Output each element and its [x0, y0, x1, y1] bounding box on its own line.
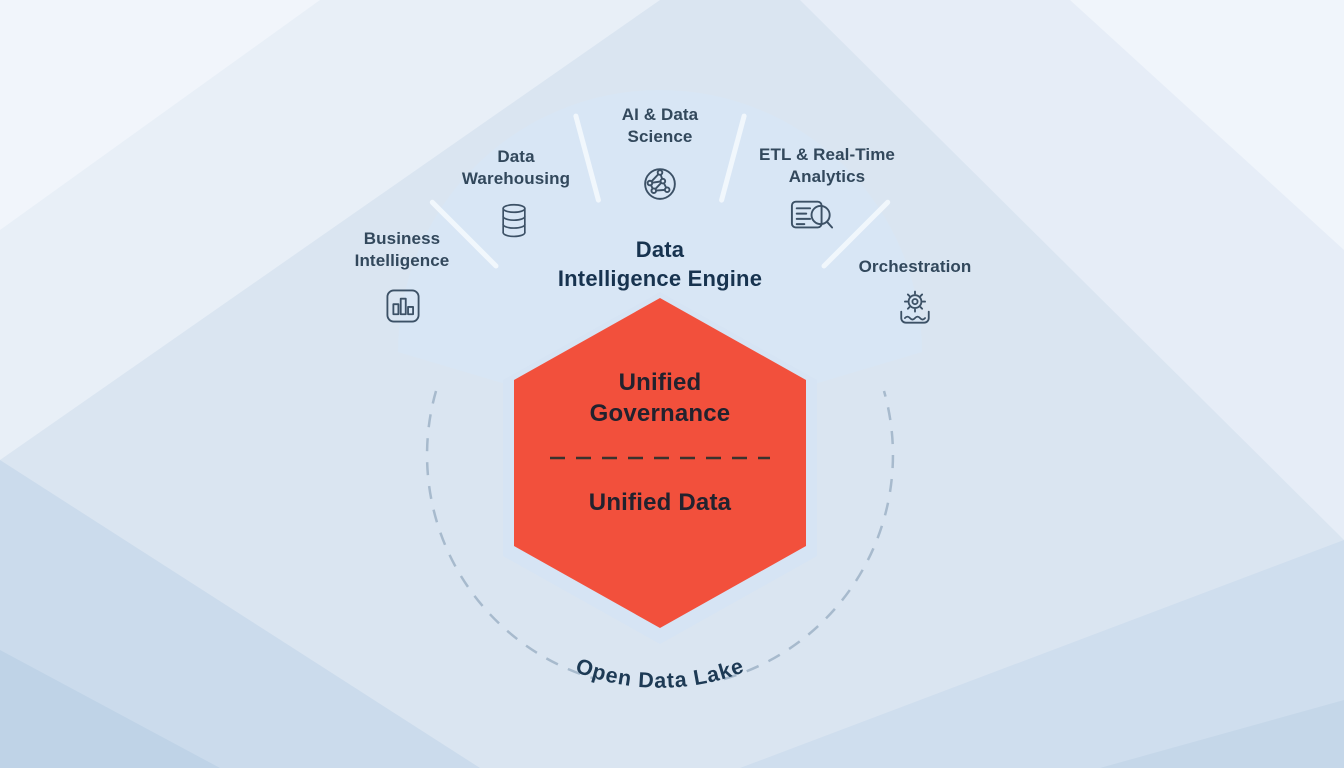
bar-chart-icon	[381, 284, 425, 328]
gear-wave-icon	[893, 285, 937, 331]
label-orchestration: Orchestration	[858, 257, 972, 276]
open-data-lake-ring	[425, 390, 895, 681]
label-ai-data-science: AI & Data Science	[621, 105, 699, 147]
capability-fan	[398, 90, 922, 430]
label-etl-realtime-analytics: ETL & Real-Time Analytics	[759, 145, 895, 187]
engine-title: Data Intelligence Engine	[557, 237, 763, 291]
segment-divider-rays	[429, 113, 891, 269]
database-icon	[494, 201, 534, 241]
label-data-warehousing: Data Warehousing	[461, 147, 571, 189]
network-globe-icon	[637, 161, 683, 207]
label-business-intelligence: Business Intelligence	[354, 229, 450, 271]
unified-hexagon	[514, 298, 806, 628]
search-data-icon	[787, 194, 837, 238]
hexagon-bottom-label: Unified Data	[588, 489, 732, 516]
hexagon-top-label: Unified Governance	[589, 369, 731, 427]
